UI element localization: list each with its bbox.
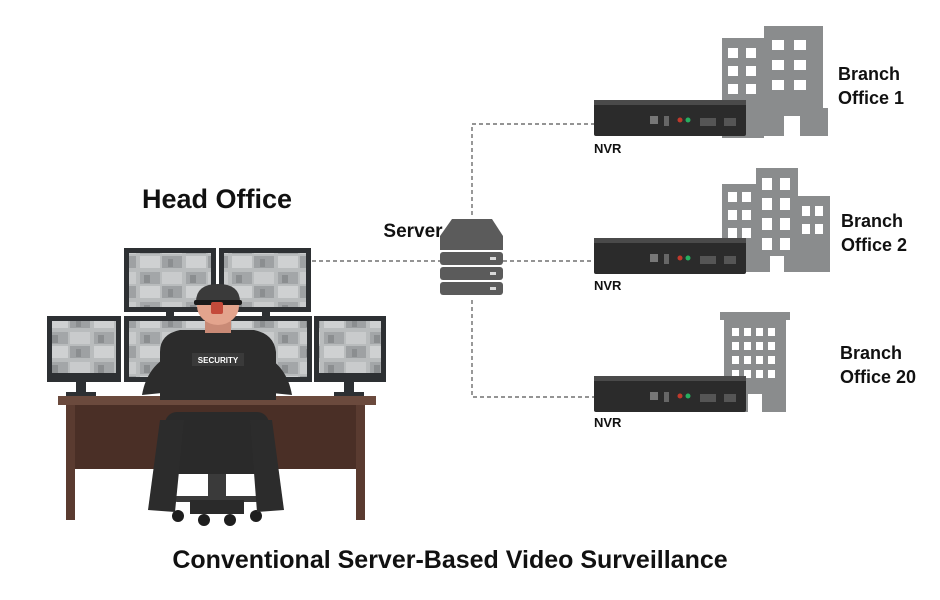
line-server-to-nvr-3 [471,300,594,398]
security-guard-icon: SECURITY [142,284,292,400]
head-office-label: Head Office [142,184,292,214]
nvr-2-label: NVR [594,278,622,293]
security-badge-text: SECURITY [198,356,239,365]
nvr-1-label: NVR [594,141,622,156]
nvr-icon [594,238,746,274]
nvr-icon [594,100,746,136]
building-icon [722,168,830,272]
connection-lines [312,123,594,398]
chair-icon [148,412,284,526]
branch-2-label-line2: Office 2 [841,235,907,255]
branch-20-label-line2: Office 20 [840,367,916,387]
building-icon [720,312,790,412]
nvr-icon [594,376,746,412]
diagram-title: Conventional Server-Based Video Surveill… [172,546,727,574]
server-label: Server [383,221,443,242]
branch-1-label-line2: Office 1 [838,88,904,108]
server-icon [440,219,503,295]
branch-2-label-line1: Branch [841,211,903,231]
nvr-group [594,100,746,412]
monitor-icon [314,316,386,396]
monitor-icon [47,316,121,396]
line-server-to-nvr-1 [471,123,594,215]
branch-20-label-line1: Branch [840,343,902,363]
branch-1-label-line1: Branch [838,64,900,84]
nvr-20-label: NVR [594,415,622,430]
